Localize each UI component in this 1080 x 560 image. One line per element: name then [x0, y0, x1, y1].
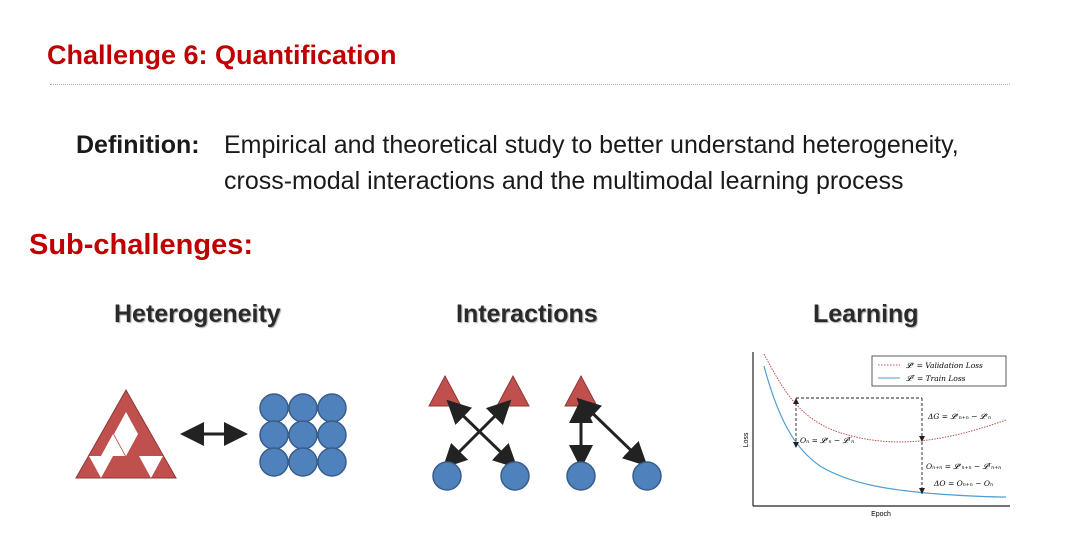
sierpinski-triangle-icon — [75, 388, 177, 479]
legend-train-label: 𝓛ᵀ = Train Loss — [906, 374, 966, 383]
learning-loss-plot: Loss Epoch 𝓛ᵛ = Validation Loss 𝓛ᵀ = Tra… — [743, 352, 1010, 518]
x-axis-label: Epoch — [871, 511, 891, 518]
circle-grid-icon — [259, 393, 347, 477]
triangle-icon — [428, 374, 462, 407]
title-divider — [50, 84, 1010, 85]
cross-arrow-icon — [446, 399, 518, 469]
cross-arrow-icon — [442, 399, 512, 469]
definition-term: Definition: — [76, 131, 200, 159]
o-n-plus-n-annotation: Oₙ₊ₙ = 𝓛ᵛₙ₊ₙ − 𝓛ᵀₙ₊ₙ — [926, 462, 1001, 471]
delta-o-annotation: ΔO = Oₙ₊ₙ − Oₙ — [933, 479, 993, 488]
guide-arrowhead — [919, 488, 925, 494]
o-n-annotation: Oₙ = 𝓛ᵛₙ − 𝓛ᵀₙ — [800, 436, 854, 445]
interactions-illustration — [428, 374, 662, 491]
triangle-icon — [564, 374, 598, 407]
circle-icon — [632, 461, 662, 491]
tri-arrow-icon — [576, 397, 648, 467]
train-loss-curve — [763, 365, 1007, 498]
learning-heading: Learning — [813, 300, 919, 328]
legend-validation-label: 𝓛ᵛ = Validation Loss — [906, 361, 983, 370]
delta-g-annotation: ΔG = 𝓛ᵛₙ₊ₙ − 𝓛ᵛₙ — [927, 412, 991, 421]
circle-icon — [432, 461, 462, 491]
interactions-heading: Interactions — [456, 300, 598, 328]
guide-arrowhead — [793, 442, 799, 448]
circle-icon — [500, 461, 530, 491]
definition-text-line2: cross-modal interactions and the multimo… — [224, 167, 904, 195]
y-axis-label: Loss — [743, 432, 750, 447]
subchallenges-heading: Sub-challenges: — [29, 229, 253, 261]
circle-icon — [566, 461, 596, 491]
definition-text-line1: Empirical and theoretical study to bette… — [224, 131, 959, 159]
triangle-icon — [496, 374, 530, 407]
heterogeneity-illustration — [75, 388, 347, 479]
legend-box — [871, 355, 1007, 387]
validation-loss-curve — [763, 353, 1007, 443]
guide-arrowhead — [793, 398, 799, 404]
slide-title: Challenge 6: Quantification — [47, 40, 397, 70]
heterogeneity-heading: Heterogeneity — [114, 300, 281, 328]
guide-arrowhead — [919, 436, 925, 442]
